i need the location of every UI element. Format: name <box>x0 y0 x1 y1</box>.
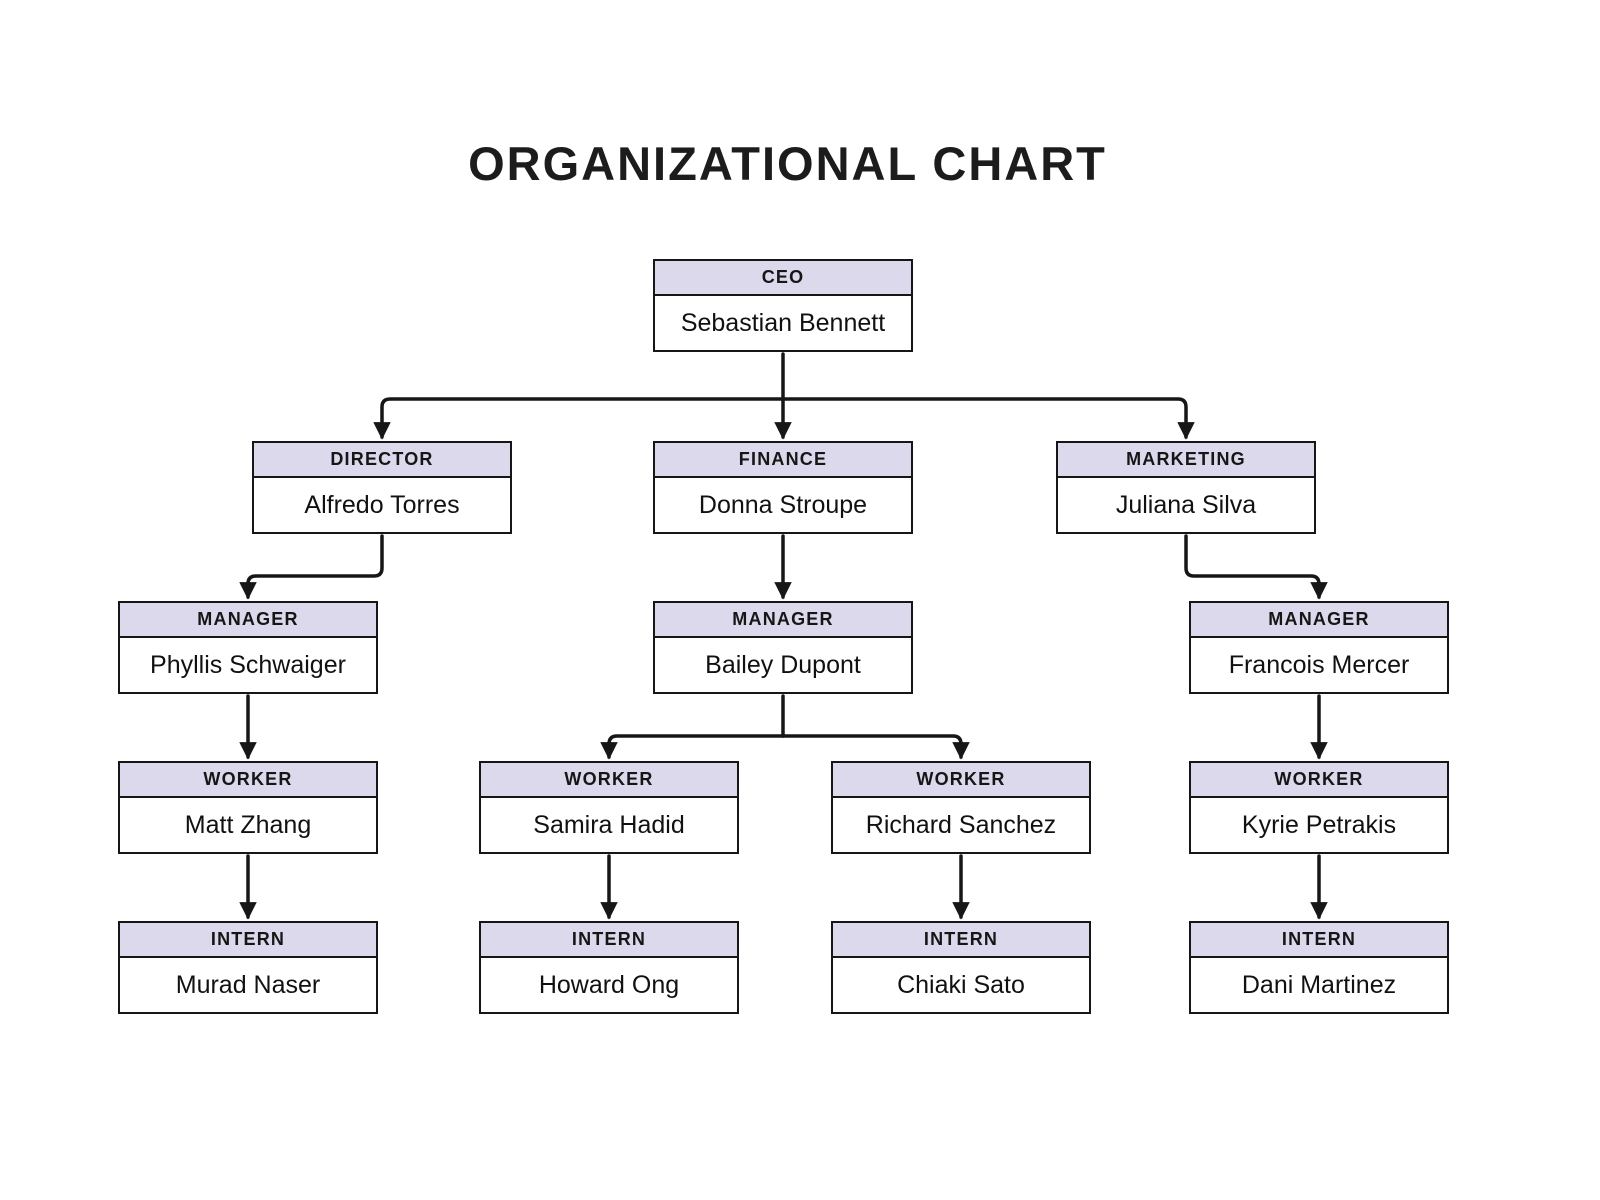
org-node-finance: FINANCE Donna Stroupe <box>653 441 913 534</box>
person-name: Matt Zhang <box>184 810 312 839</box>
role-label: FINANCE <box>655 443 911 478</box>
role-label: MANAGER <box>1191 603 1447 638</box>
person-name: Richard Sanchez <box>865 810 1057 839</box>
org-node-worker-1: WORKER Matt Zhang <box>118 761 378 854</box>
person-name: Kyrie Petrakis <box>1241 810 1397 839</box>
org-node-intern-3: INTERN Chiaki Sato <box>831 921 1091 1014</box>
role-label: WORKER <box>120 763 376 798</box>
person-name: Chiaki Sato <box>897 970 1025 999</box>
org-node-worker-3: WORKER Richard Sanchez <box>831 761 1091 854</box>
person-name: Sebastian Bennett <box>680 308 886 337</box>
person-name: Murad Naser <box>175 970 321 999</box>
person-name: Alfredo Torres <box>304 490 460 519</box>
role-label: MANAGER <box>120 603 376 638</box>
org-node-manager-director: MANAGER Phyllis Schwaiger <box>118 601 378 694</box>
role-label: DIRECTOR <box>254 443 510 478</box>
person-name: Francois Mercer <box>1228 650 1410 679</box>
org-node-intern-2: INTERN Howard Ong <box>479 921 739 1014</box>
org-node-marketing: MARKETING Juliana Silva <box>1056 441 1316 534</box>
role-label: INTERN <box>481 923 737 958</box>
person-name: Dani Martinez <box>1241 970 1397 999</box>
org-node-manager-marketing: MANAGER Francois Mercer <box>1189 601 1449 694</box>
org-node-ceo: CEO Sebastian Bennett <box>653 259 913 352</box>
role-label: INTERN <box>1191 923 1447 958</box>
person-name: Samira Hadid <box>533 810 685 839</box>
role-label: MANAGER <box>655 603 911 638</box>
role-label: INTERN <box>833 923 1089 958</box>
person-name: Howard Ong <box>538 970 680 999</box>
org-node-manager-finance: MANAGER Bailey Dupont <box>653 601 913 694</box>
role-label: WORKER <box>481 763 737 798</box>
org-node-worker-2: WORKER Samira Hadid <box>479 761 739 854</box>
page-title: ORGANIZATIONAL CHART <box>468 137 1107 190</box>
person-name: Juliana Silva <box>1115 490 1257 519</box>
person-name: Donna Stroupe <box>698 490 868 519</box>
org-node-intern-4: INTERN Dani Martinez <box>1189 921 1449 1014</box>
org-node-intern-1: INTERN Murad Naser <box>118 921 378 1014</box>
person-name: Bailey Dupont <box>705 650 861 679</box>
org-node-worker-4: WORKER Kyrie Petrakis <box>1189 761 1449 854</box>
org-node-director: DIRECTOR Alfredo Torres <box>252 441 512 534</box>
role-label: MARKETING <box>1058 443 1314 478</box>
person-name: Phyllis Schwaiger <box>150 650 346 679</box>
role-label: WORKER <box>833 763 1089 798</box>
role-label: INTERN <box>120 923 376 958</box>
role-label: CEO <box>655 261 911 296</box>
role-label: WORKER <box>1191 763 1447 798</box>
